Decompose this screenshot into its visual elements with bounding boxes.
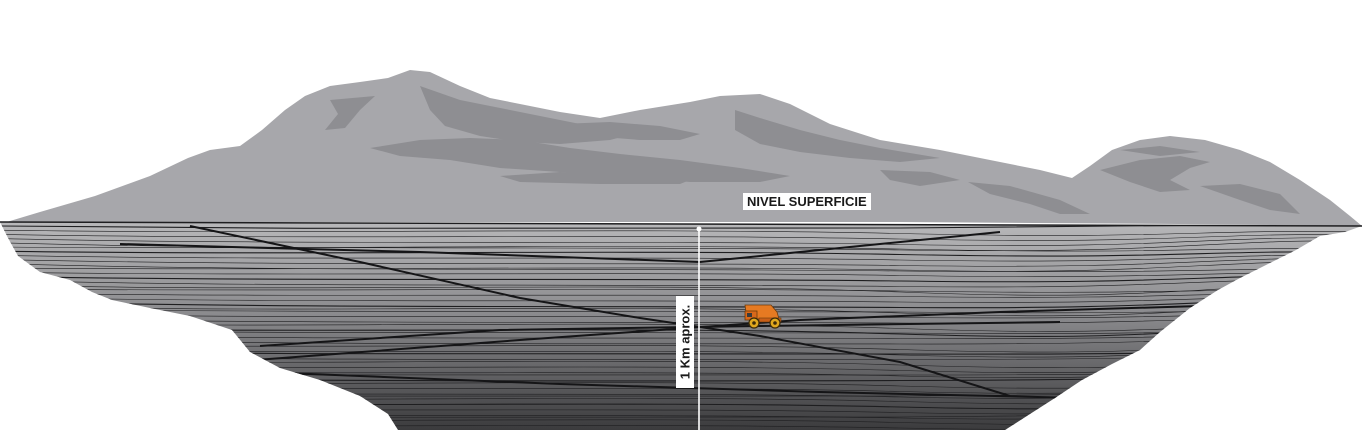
strata-line (0, 237, 1362, 246)
strata-line (0, 278, 1362, 288)
strata-line (0, 257, 1362, 267)
strata-line (0, 261, 1362, 272)
strata-line (0, 254, 1362, 262)
mountain-range (0, 70, 1362, 226)
strata-line (0, 234, 1362, 241)
strata-line (0, 284, 1362, 296)
strata-line (0, 229, 1362, 236)
depth-indicator (696, 226, 702, 430)
strata-line (0, 250, 1362, 257)
strata-line (0, 267, 1362, 272)
strata-line (0, 275, 1362, 283)
depth-label-text: 1 Km aprox. (677, 304, 693, 380)
strata-line (0, 288, 1362, 293)
mountain-shadows (325, 86, 1300, 214)
strata-line (0, 271, 1362, 277)
surface-level-label: NIVEL SUPERFICIE (743, 193, 871, 210)
depth-label: 1 Km aprox. (676, 296, 694, 388)
mining-dump-truck-icon (744, 304, 782, 329)
fault-lines (119, 225, 1201, 399)
